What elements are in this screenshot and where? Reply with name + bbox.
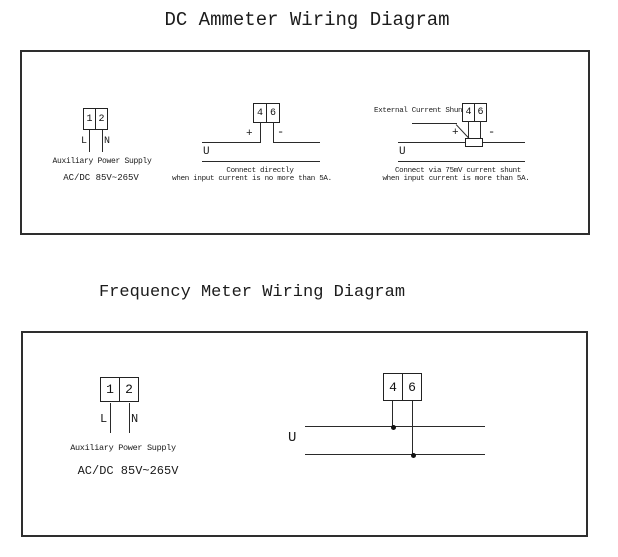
direct-caption-2: when input current is no more than 5A. <box>172 175 332 183</box>
junction-dot-bottom <box>410 452 416 458</box>
terminal-6: 6 <box>266 104 279 122</box>
freq-wire-6 <box>412 401 414 455</box>
direct-wire-4 <box>259 122 261 143</box>
junction-dot-top <box>390 424 396 430</box>
direct-u-label: U <box>203 146 210 158</box>
direct-caption-1: Connect directly <box>226 167 294 175</box>
terminal-6: 6 <box>402 374 421 400</box>
freq-aux-wire-n <box>128 403 130 433</box>
aux-terminal-block: 1 2 <box>83 108 108 130</box>
freq-u-label: U <box>288 430 297 446</box>
freq-aux-wire-l <box>110 403 112 433</box>
shunt-caption-1: Connect via 75mV current shunt <box>394 167 522 175</box>
frequency-title: Frequency Meter Wiring Diagram <box>98 283 406 302</box>
shunt-resistor <box>465 138 483 147</box>
freq-bus-line-bottom <box>305 454 485 456</box>
aux-power-supply-label: Auxiliary Power Supply <box>70 443 176 453</box>
shunt-callout-leader <box>412 123 457 125</box>
direct-minus-sign: - <box>277 125 285 139</box>
terminal-6: 6 <box>474 104 486 121</box>
shunt-plus-sign: + <box>452 127 459 139</box>
shunt-wire-6 <box>479 121 481 139</box>
aux-wire-l <box>88 130 90 152</box>
terminal-4: 4 <box>256 107 263 119</box>
terminal-2: 2 <box>95 109 107 129</box>
neutral-label: N <box>104 136 111 147</box>
shunt-bus-line-top <box>398 142 525 144</box>
terminal-1: 1 <box>106 382 114 397</box>
direct-bus-line-right <box>274 142 320 144</box>
ammeter-title: DC Ammeter Wiring Diagram <box>164 9 450 31</box>
line-label: L <box>81 136 88 147</box>
shunt-caption-2: when input current is more than 5A. <box>382 175 530 183</box>
terminal-2: 2 <box>119 378 138 401</box>
aux-power-supply-label: Auxiliary Power Supply <box>52 157 152 166</box>
external-shunt-callout: External Current Shunt <box>374 107 467 115</box>
neutral-label: N <box>131 412 139 426</box>
shunt-minus-sign: - <box>488 125 496 139</box>
aux-wire-n <box>101 130 103 152</box>
direct-bus-line-bottom <box>202 161 320 163</box>
line-label: L <box>100 412 108 426</box>
freq-aux-terminal-block: 1 2 <box>100 377 139 402</box>
terminal-4: 4 <box>389 379 397 395</box>
freq-input-terminal-block: 4 6 <box>383 373 422 401</box>
shunt-bus-line-bottom <box>398 161 525 163</box>
shunt-terminal-block: 4 6 <box>462 103 487 122</box>
frequency-diagram-panel <box>21 331 588 537</box>
terminal-4: 4 <box>465 107 472 118</box>
freq-wire-4 <box>392 401 394 427</box>
shunt-wire-4 <box>467 121 469 139</box>
aux-power-rating: AC/DC 85V~265V <box>77 464 179 478</box>
aux-power-rating: AC/DC 85V~265V <box>63 173 139 183</box>
direct-wire-6 <box>273 122 275 143</box>
direct-terminal-block: 4 6 <box>253 103 280 123</box>
shunt-u-label: U <box>399 146 406 158</box>
direct-bus-line-left <box>202 142 261 144</box>
direct-plus-sign: + <box>246 128 253 140</box>
terminal-1: 1 <box>86 113 93 125</box>
